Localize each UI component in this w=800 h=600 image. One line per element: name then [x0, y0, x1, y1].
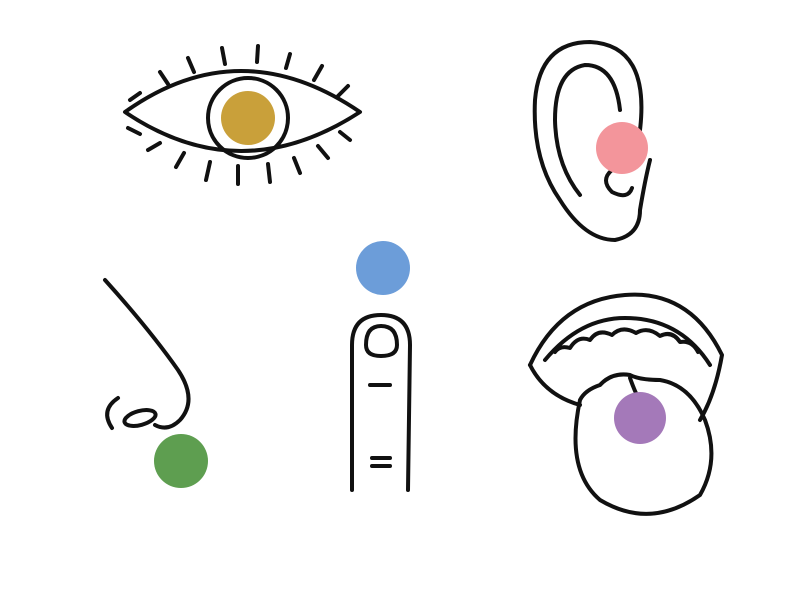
nose-icon [103, 278, 208, 488]
hearing-dot [596, 122, 648, 174]
finger-icon [350, 241, 412, 492]
taste-dot [614, 392, 666, 444]
smell-dot [154, 434, 208, 488]
eye-icon [123, 44, 362, 186]
touch-dot [356, 241, 410, 295]
ear-icon [532, 40, 652, 242]
sight-dot [221, 91, 275, 145]
mouth-icon [528, 292, 724, 516]
